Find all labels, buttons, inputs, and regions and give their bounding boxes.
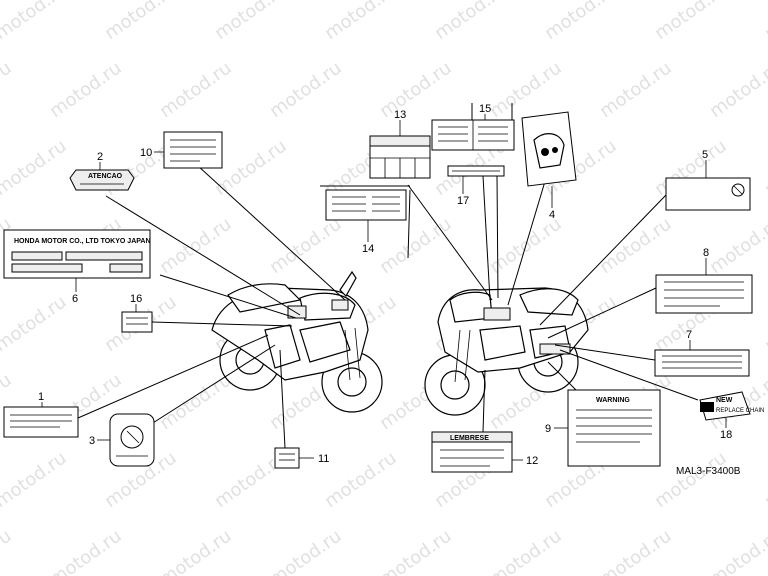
- watermark-text: motod.ru: [486, 526, 566, 576]
- label-18-sub-text: REPLACE CHAIN: [716, 408, 764, 414]
- watermark-text: motod.ru: [211, 0, 291, 44]
- label-part-6: HONDA MOTOR CO., LTD TOKYO JAPAN: [3, 229, 151, 279]
- callout-7: 7: [686, 329, 692, 341]
- watermark-text: motod.ru: [266, 214, 346, 279]
- watermark-text: motod.ru: [266, 526, 346, 576]
- watermark-text: motod.ru: [431, 0, 511, 44]
- watermark-text: motod.ru: [706, 58, 768, 123]
- watermark-text: motod.ru: [486, 58, 566, 123]
- callout-12: 12: [526, 455, 538, 467]
- label-part-17: [447, 165, 505, 177]
- watermark-text: motod.ru: [0, 292, 71, 357]
- callout-2: 2: [97, 151, 103, 163]
- label-part-10: [163, 131, 223, 169]
- watermark-text: motod.ru: [376, 58, 456, 123]
- watermark-text: motod.ru: [651, 448, 731, 513]
- callout-17: 17: [457, 195, 469, 207]
- watermark-text: motod.ru: [101, 0, 181, 44]
- callout-11: 11: [318, 453, 329, 465]
- watermark-text: motod.ru: [761, 0, 768, 44]
- label-part-2: ATENCAO: [69, 169, 135, 191]
- callout-15: 15: [479, 103, 491, 115]
- watermark-text: motod.ru: [266, 58, 346, 123]
- label-part-8: [655, 274, 753, 314]
- label-part-16: [121, 311, 153, 333]
- watermark-text: motod.ru: [46, 58, 126, 123]
- label-part-13: [369, 135, 431, 179]
- watermark-text: motod.ru: [376, 526, 456, 576]
- watermark-text: motod.ru: [706, 214, 768, 279]
- callout-1: 1: [38, 391, 44, 403]
- label-part-15: [431, 119, 515, 151]
- watermark-text: motod.ru: [321, 0, 401, 44]
- callout-16: 16: [130, 293, 142, 305]
- diagram-code: MAL3-F3400B: [676, 466, 741, 477]
- watermark-text: motod.ru: [321, 448, 401, 513]
- watermark-text: motod.ru: [596, 214, 676, 279]
- callout-6: 6: [72, 293, 78, 305]
- watermark-text: motod.ru: [156, 58, 236, 123]
- watermark-text: motod.ru: [651, 0, 731, 44]
- label-9-text: WARNING: [596, 397, 630, 404]
- callout-numbers: 1 2 3 4 5 6 7 8 9 10 11 12 13 14 15 16 1…: [38, 103, 732, 467]
- callout-5: 5: [702, 149, 708, 161]
- watermark-text: motod.ru: [211, 136, 291, 201]
- watermark-text: motod.ru: [0, 0, 71, 44]
- watermark-text: motod.ru: [761, 448, 768, 513]
- watermark-text: motod.ru: [761, 136, 768, 201]
- watermark-text: motod.ru: [596, 526, 676, 576]
- watermark-text: motod.ru: [0, 136, 71, 201]
- watermark-text: motod.ru: [596, 58, 676, 123]
- label-part-7: [654, 349, 750, 377]
- label-part-1: [3, 406, 79, 438]
- watermark-text: motod.ru: [156, 526, 236, 576]
- callout-3: 3: [89, 435, 95, 447]
- watermark-text: motod.ru: [0, 58, 16, 123]
- watermark-text: motod.ru: [0, 526, 16, 576]
- label-part-18: NEW REPLACE CHAIN: [699, 391, 764, 421]
- label-part-5: [665, 177, 751, 211]
- motorcycle-left-view: [211, 270, 383, 413]
- callout-18: 18: [720, 429, 732, 441]
- label-6-text: HONDA MOTOR CO., LTD TOKYO JAPAN: [14, 238, 151, 245]
- label-part-3: [109, 413, 155, 467]
- label-18-new-text: NEW: [716, 397, 733, 404]
- watermark-text: motod.ru: [706, 526, 768, 576]
- label-12-text: LEMBRESE: [450, 435, 489, 442]
- watermark-text: motod.ru: [0, 448, 71, 513]
- watermark-text: motod.ru: [541, 0, 621, 44]
- callout-9: 9: [545, 423, 551, 435]
- watermark-text: motod.ru: [46, 526, 126, 576]
- label-part-14: [325, 189, 407, 221]
- label-part-12: LEMBRESE: [431, 431, 513, 473]
- label-part-4: [521, 111, 577, 187]
- watermark-text: motod.ru: [761, 292, 768, 357]
- watermark-text: motod.ru: [376, 214, 456, 279]
- label-part-11: [274, 447, 300, 469]
- callout-10: 10: [140, 147, 152, 159]
- leader-lines: [77, 103, 699, 449]
- label-part-9: WARNING: [567, 389, 661, 467]
- label-2-text: ATENCAO: [88, 173, 123, 180]
- callout-14: 14: [362, 243, 374, 255]
- callout-4: 4: [549, 209, 555, 221]
- callout-13: 13: [394, 109, 406, 121]
- callout-8: 8: [703, 247, 709, 259]
